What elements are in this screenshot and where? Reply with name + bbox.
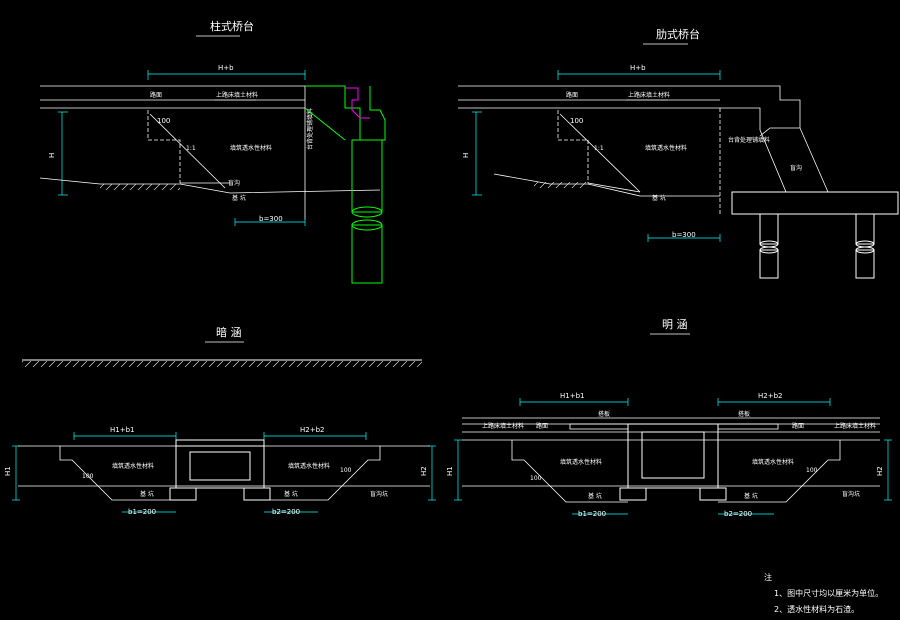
column-abutment-bottom-dimension — [234, 218, 306, 226]
buried-culvert-label-base-left: 基 坑 — [140, 490, 154, 498]
column-abutment-excavation — [147, 110, 181, 183]
rib-abutment-label-ctrl: 台背处理铺填料 — [728, 136, 770, 144]
buried-culvert-dim-left: H1+b1 — [110, 426, 134, 434]
rib-abutment-excavation — [557, 110, 589, 183]
open-culvert-dim-b1: b1=200 — [578, 510, 606, 518]
column-abutment-ratio: 1:1 — [186, 145, 196, 152]
rib-abutment-top-dimension — [557, 70, 721, 80]
notes-block: 注 1、图中尺寸均以厘米为单位。 2、透水性材料为石渣。 — [764, 572, 883, 614]
column-abutment-drawing: 柱式桥台 H+b 路面 上路床填土材料 H 100 1:1 — [39, 19, 386, 284]
open-culvert-label-pave-right: 路面 — [792, 422, 804, 430]
open-culvert-dim-right: H2+b2 — [758, 392, 782, 400]
open-culvert-dim-b2: b2=200 — [724, 510, 752, 518]
open-culvert-label-slab-left: 搭板 — [598, 410, 610, 418]
open-culvert-dim-100b: 100 — [806, 467, 818, 474]
notes-line-1: 1、图中尺寸均以厘米为单位。 — [774, 588, 883, 598]
open-culvert-dimensions — [454, 398, 892, 515]
rib-abutment-dim-top: H+b — [630, 64, 646, 72]
rib-abutment-title: 肋式桥台 — [656, 27, 700, 41]
open-culvert-dim-h2: H2 — [876, 466, 884, 476]
buried-culvert-label-fill-right: 填筑透水性材料 — [288, 462, 330, 470]
open-culvert-dim-h1: H1 — [446, 466, 454, 476]
buried-culvert-drawing: 暗 涵 H1+b1 H2+b2 H1 H2 b1=200 b2=200 — [4, 325, 436, 516]
column-abutment-dim-h: H — [48, 153, 56, 158]
column-abutment-h-dimension — [58, 111, 68, 196]
column-abutment-dim-bottom: b=300 — [259, 215, 283, 223]
buried-culvert-label-base-right: 基 坑 — [284, 490, 298, 498]
rib-abutment-h-dimension — [472, 111, 482, 196]
open-culvert-label-pave-left: 路面 — [536, 422, 548, 430]
open-culvert-title: 明 涵 — [662, 317, 688, 331]
open-culvert-label-top-fill-left: 上路床填土材料 — [482, 422, 524, 430]
rib-abutment-footing — [731, 191, 899, 279]
rib-abutment-label-fill: 填筑透水性材料 — [645, 144, 687, 152]
open-culvert-label-base-left: 基 坑 — [588, 492, 602, 500]
buried-culvert-dim-b2: b2=200 — [272, 508, 300, 516]
rib-abutment-dim-100: 100 — [570, 117, 583, 125]
buried-culvert-dimensions — [12, 432, 436, 513]
open-culvert-label-top-fill-right: 上路床填土材料 — [834, 422, 876, 430]
open-culvert-drawing: 明 涵 H1+b1 H2+b2 H1 H2 b1=200 b2=200 — [446, 317, 892, 518]
rib-abutment-dim-h: H — [462, 153, 470, 158]
rib-abutment-ground — [493, 173, 720, 197]
open-culvert-embankment — [511, 440, 841, 503]
open-culvert-label-base-right: 基 坑 — [744, 492, 758, 500]
open-culvert-box — [619, 423, 727, 501]
open-culvert-label-fill-right: 填筑透水性材料 — [752, 458, 794, 466]
column-abutment-ground — [39, 177, 381, 194]
buried-culvert-dim-right: H2+b2 — [300, 426, 324, 434]
buried-culvert-dim-100b: 100 — [340, 467, 352, 474]
open-culvert-road — [462, 417, 880, 487]
column-abutment-title: 柱式桥台 — [210, 19, 254, 33]
buried-culvert-dim-100a: 100 — [82, 473, 94, 480]
column-abutment-label-top-fill: 上路床填土材料 — [216, 91, 258, 99]
rib-abutment-bottom-dimension — [647, 234, 721, 242]
rib-abutment-road — [458, 85, 801, 137]
column-abutment-dim-100: 100 — [157, 117, 170, 125]
buried-culvert-box — [169, 439, 271, 501]
buried-culvert-ground-hatch — [22, 361, 422, 367]
notes-line-2: 2、透水性材料为石渣。 — [774, 604, 859, 614]
column-abutment-road — [40, 85, 305, 109]
column-abutment-top-dimension — [147, 70, 306, 80]
column-abutment-label-blind: 盲沟 — [228, 179, 240, 187]
buried-culvert-label-fill-left: 填筑透水性材料 — [112, 462, 154, 470]
open-culvert-label-fill-left: 填筑透水性材料 — [560, 458, 602, 466]
open-culvert-label-blind: 盲沟坑 — [842, 490, 860, 498]
buried-culvert-dim-b1: b1=200 — [128, 508, 156, 516]
column-abutment-pier — [304, 85, 386, 284]
buried-culvert-dim-h1: H1 — [4, 466, 12, 476]
rib-abutment-label-pave: 路面 — [566, 91, 578, 99]
rib-abutment-drawing: 肋式桥台 H+b 路面 上路床填土材料 H 100 1:1 — [458, 27, 899, 279]
column-abutment-label-base: 基 坑 — [232, 194, 246, 202]
buried-culvert-title: 暗 涵 — [216, 325, 242, 339]
rib-abutment-ratio: 1:1 — [594, 145, 604, 152]
rib-abutment-label-base: 基 坑 — [652, 194, 666, 202]
buried-culvert-label-blind: 盲沟坑 — [370, 490, 388, 498]
column-abutment-label-fill: 填筑透水性材料 — [230, 144, 272, 152]
rib-abutment-dim-bottom: b=300 — [672, 231, 696, 239]
open-culvert-dim-left: H1+b1 — [560, 392, 584, 400]
open-culvert-dim-100a: 100 — [530, 475, 542, 482]
column-abutment-label-pave: 路面 — [150, 91, 162, 99]
rib-abutment-label-top-fill: 上路床填土材料 — [628, 91, 670, 99]
buried-culvert-dim-h2: H2 — [420, 466, 428, 476]
notes-heading: 注 — [764, 572, 772, 582]
buried-culvert-embankment — [18, 445, 430, 501]
open-culvert-label-slab-right: 搭板 — [738, 410, 750, 418]
column-abutment-dim-top: H+b — [218, 64, 234, 72]
column-abutment-label-ctrl: 台背处理铺填料 — [306, 108, 314, 150]
rib-abutment-label-blind: 盲沟 — [790, 164, 802, 172]
column-abutment-cap — [345, 87, 370, 119]
